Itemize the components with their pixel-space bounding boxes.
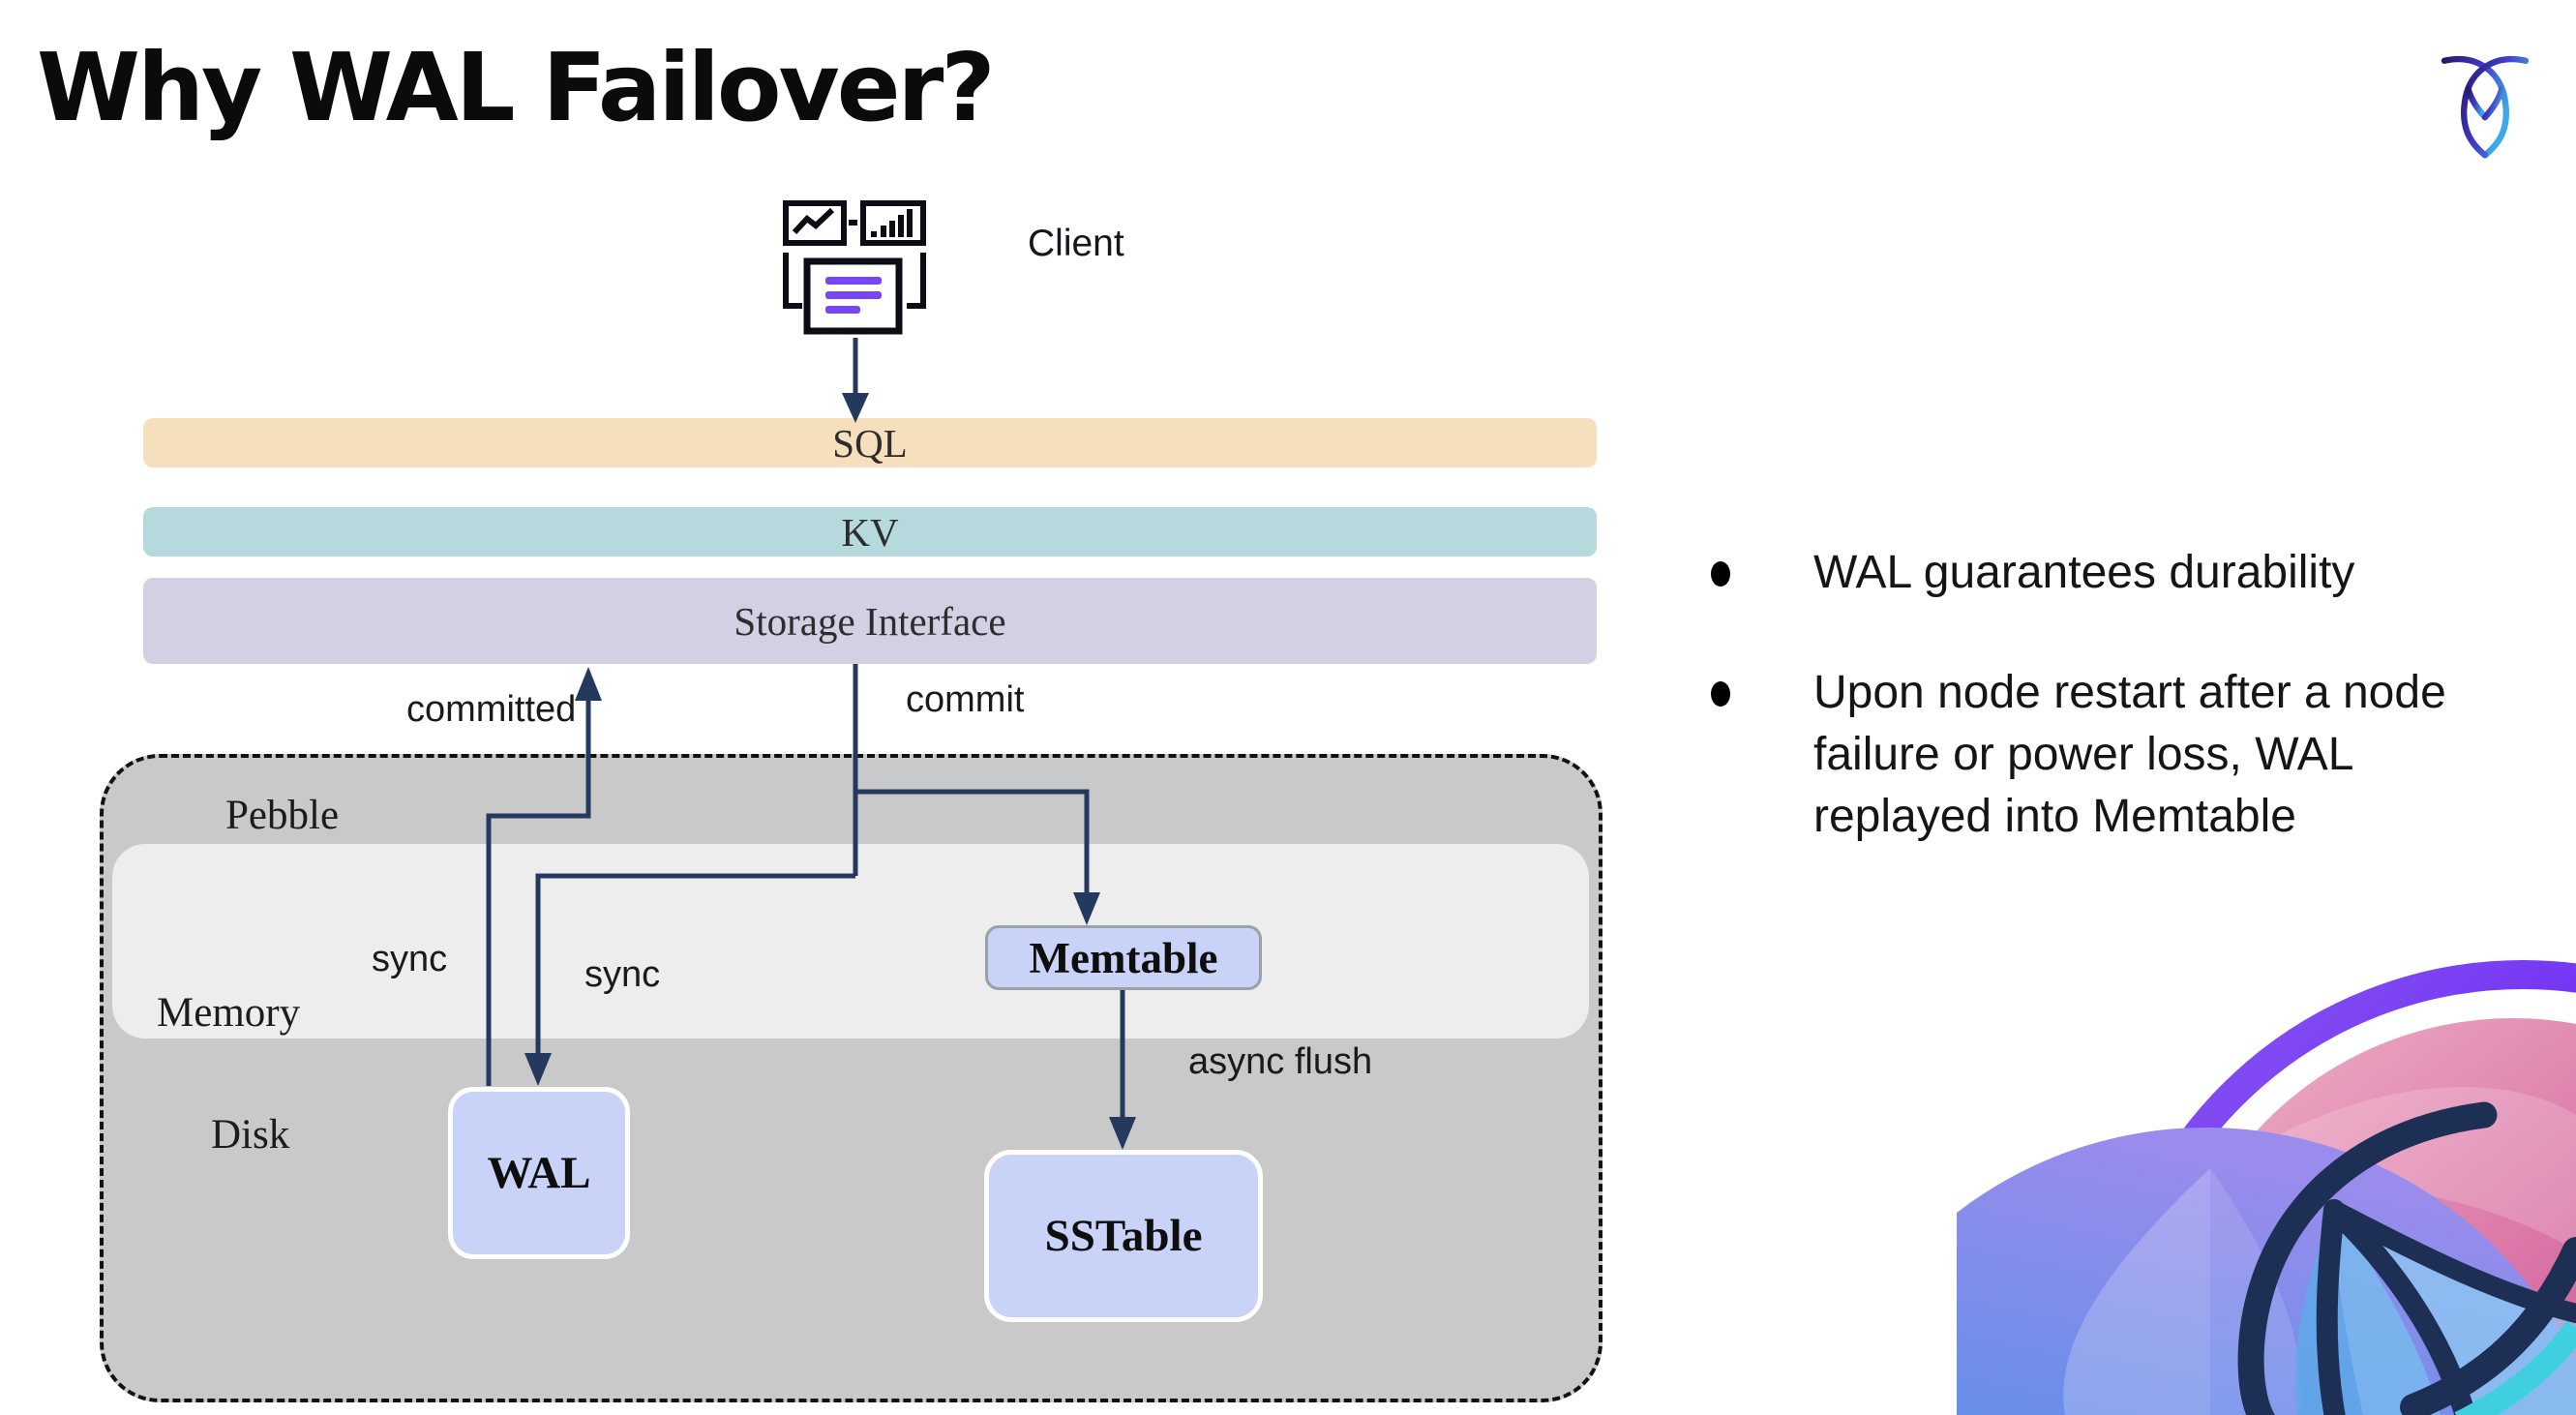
- committed-edge-label: committed: [406, 689, 577, 730]
- list-item: Upon node restart after a node failure o…: [1711, 662, 2562, 848]
- layer-kv: KV: [143, 507, 1597, 557]
- layer-sql-label: SQL: [832, 420, 908, 466]
- brand-corner-art: [1957, 960, 2576, 1415]
- sstable-node: SSTable: [984, 1150, 1263, 1322]
- memory-region: [112, 844, 1589, 1039]
- document-icon: [803, 257, 903, 335]
- monitor-chart-icon: [783, 200, 847, 246]
- wal-node: WAL: [448, 1087, 630, 1259]
- arrowhead: [575, 667, 602, 701]
- memory-label: Memory: [157, 990, 301, 1036]
- roach-veins: [2237, 1101, 2576, 1415]
- monitor-bars-icon: [860, 200, 926, 246]
- list-item: WAL guarantees durability: [1711, 542, 2562, 604]
- right-bracket: [907, 253, 926, 309]
- commit-edge-label: commit: [906, 679, 1025, 720]
- async-flush-edge-label: async flush: [1188, 1041, 1373, 1082]
- layer-storage-interface-label: Storage Interface: [734, 598, 1006, 644]
- cyan-arc: [2454, 1321, 2576, 1415]
- cockroachdb-logo-icon: [2441, 56, 2530, 159]
- client-label: Client: [1028, 223, 1124, 264]
- pebble-label: Pebble: [225, 793, 340, 838]
- memtable-node: Memtable: [985, 925, 1262, 990]
- sync-right-edge-label: sync: [584, 954, 661, 995]
- bullet-icon: [1711, 561, 1730, 587]
- client-icon: [783, 200, 926, 335]
- layer-sql: SQL: [143, 418, 1597, 467]
- page-title: Why WAL Failover?: [37, 33, 996, 142]
- bullet-text: Upon node restart after a node failure o…: [1813, 667, 2446, 842]
- layer-kv-label: KV: [841, 509, 899, 555]
- bullet-list: WAL guarantees durability Upon node rest…: [1711, 542, 2562, 906]
- left-bracket: [783, 253, 802, 309]
- wal-node-label: WAL: [487, 1148, 591, 1198]
- bullet-icon: [1711, 681, 1730, 707]
- bullet-text: WAL guarantees durability: [1813, 547, 2355, 598]
- disk-label: Disk: [211, 1112, 290, 1158]
- leaf-shape: [2334, 1210, 2441, 1415]
- layer-storage-interface: Storage Interface: [143, 578, 1597, 664]
- petal-highlight: [2063, 1168, 2210, 1415]
- sync-left-edge-label: sync: [372, 939, 448, 979]
- sstable-node-label: SSTable: [1044, 1211, 1203, 1261]
- memtable-node-label: Memtable: [1029, 933, 1218, 982]
